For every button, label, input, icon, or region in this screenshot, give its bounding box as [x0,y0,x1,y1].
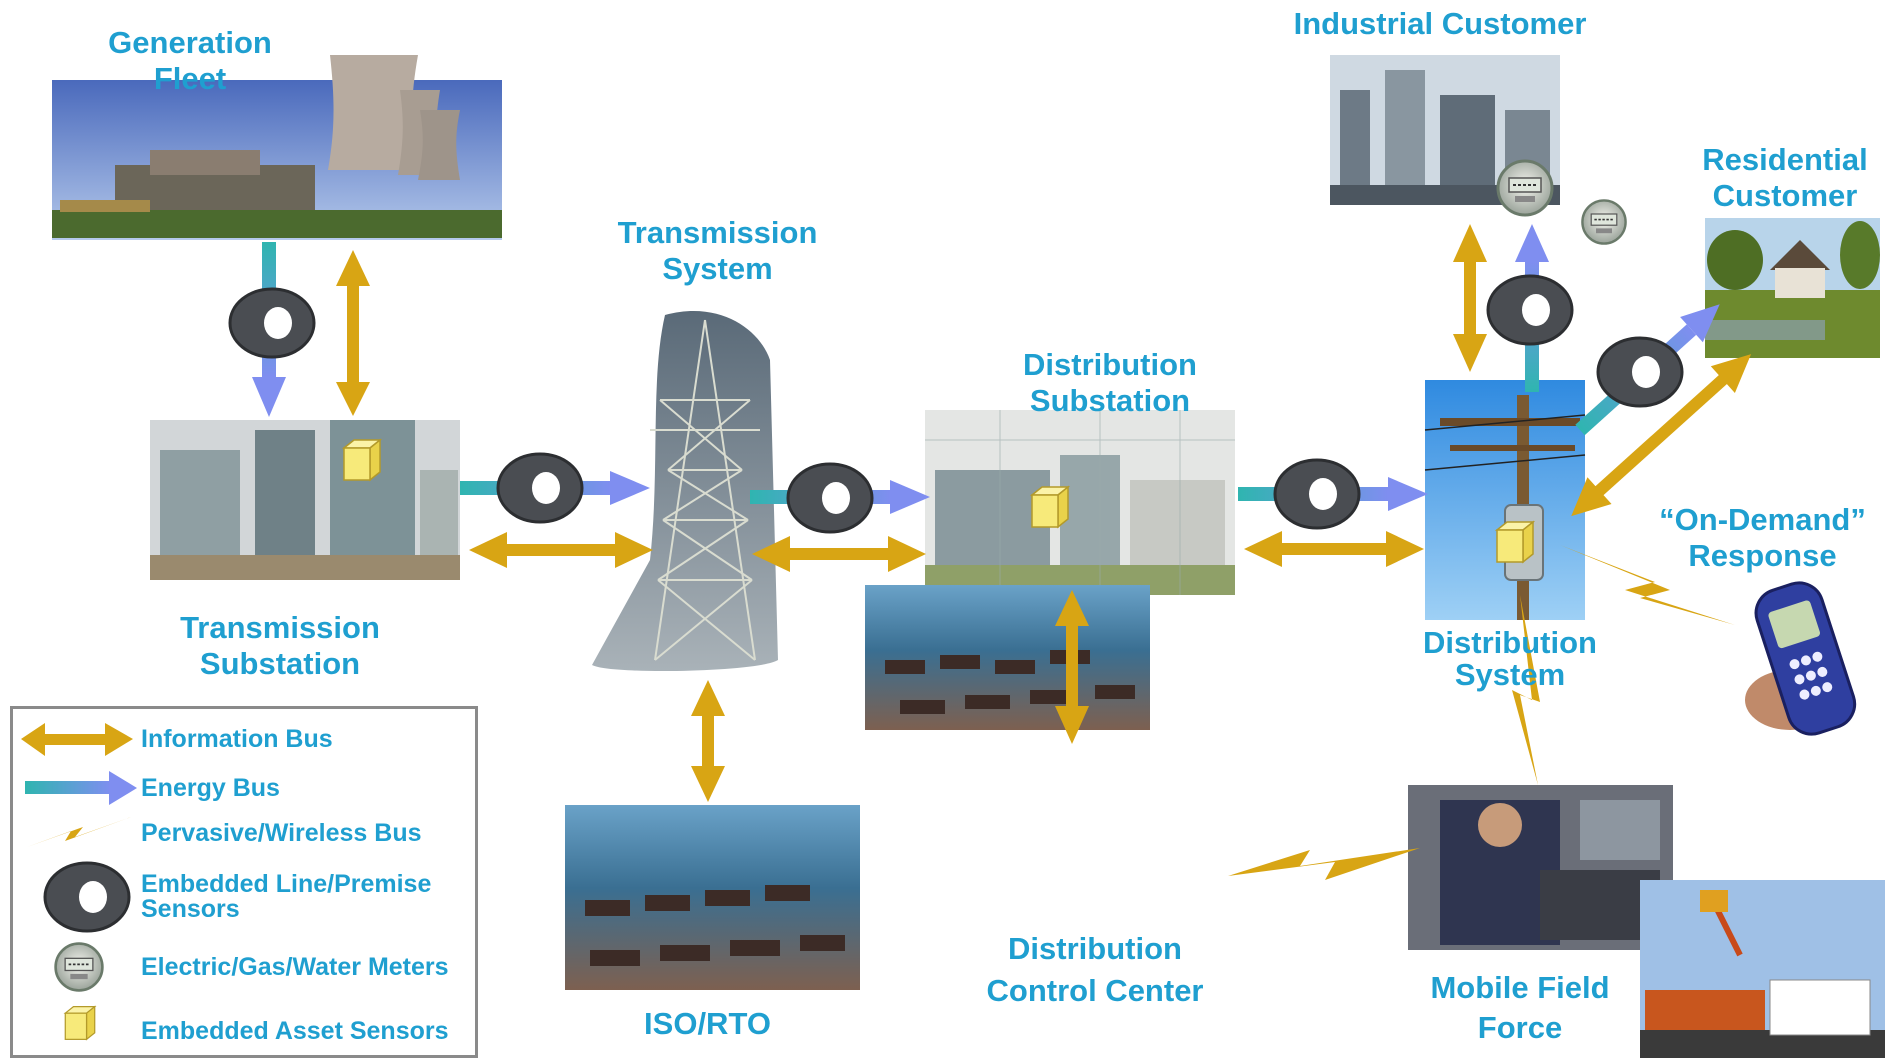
legend-wireless-bolt-icon [27,817,131,847]
label-line: Fleet [153,61,227,96]
legend-asset-sensors-label: Embedded Asset Sensors [141,1017,449,1045]
label-distribution-control-center: Distribution Control Center [965,928,1225,1012]
label-line: Response [1688,538,1837,573]
label-line: ISO/RTO [644,1006,771,1041]
legend-meters-label: Electric/Gas/Water Meters [141,953,449,981]
label-line: Force [1477,1010,1563,1045]
label-line: Customer [1712,178,1858,213]
energy-bus-arrowhead [1515,224,1549,262]
legend-wireless-bus-label: Pervasive/Wireless Bus [141,819,422,847]
line-sensor-ring-icon [1486,274,1574,346]
label-line: Transmission [180,610,380,645]
line-sensor-ring-icon [496,452,584,524]
wireless-bolt [1512,595,1540,785]
asset-sensor-icon [1031,486,1069,528]
label-line: System [662,251,773,286]
meter-icon [1581,199,1627,245]
label-line: System [1454,657,1566,692]
label-line: Distribution [1423,625,1597,660]
energy-bus-arrowhead [1388,477,1428,511]
label-line: Substation [199,646,361,681]
iso-rto-image [565,805,860,990]
label-line: Residential [1702,142,1868,177]
label-distribution-substation: Distribution Substation [1005,347,1215,419]
line-sensor-ring-icon [786,462,874,534]
line-sensor-ring-icon [228,287,316,359]
information-bus-arrow [1571,354,1752,517]
legend-energy-bus-label: Energy Bus [141,774,280,802]
information-bus-arrow [1453,224,1487,372]
label-line: Transmission [617,215,818,250]
line-sensor-ring-icon [1273,458,1361,530]
label-on-demand-response: “On-Demand” Response [1650,502,1875,574]
label-mobile-field-force: Mobile Field Force [1405,968,1635,1048]
residential-customer-image [1705,218,1880,358]
asset-sensor-icon [343,439,381,481]
meter-icon [1496,159,1554,217]
bucket-truck-image [1640,880,1885,1058]
label-residential-customer: Residential Customer [1690,142,1880,214]
label-line: Substation [1029,383,1191,418]
legend-ring-icon [43,861,131,933]
legend-cube-icon [64,1005,96,1041]
wireless-bolt [1228,848,1420,880]
information-bus-arrow [1244,531,1424,567]
transmission-substation-image [150,420,460,580]
label-line: Control Center [986,973,1204,1008]
legend-information-bus-label: Information Bus [141,725,333,753]
energy-bus-arrowhead [252,377,286,417]
transmission-tower-image [592,311,778,672]
asset-sensor-icon [1496,521,1534,563]
label-iso-rto: ISO/RTO [610,1006,805,1042]
label-transmission-system: Transmission System [605,215,830,287]
information-bus-arrows [336,224,1752,802]
information-bus-arrow [336,250,370,416]
legend-icons [21,723,137,1041]
label-distribution-system: Distribution System [1405,627,1615,691]
meters [1496,159,1627,245]
label-line: Distribution [1008,931,1182,966]
information-bus-arrow [752,536,926,572]
information-bus-arrow [691,680,725,802]
distribution-control-center-image [865,585,1150,730]
label-line: Industrial Customer [1293,6,1587,41]
legend-energy-bus-icon [25,771,137,805]
energy-bus-arrowhead [610,471,650,505]
legend-information-bus-icon [21,723,133,756]
legend-meter-icon [54,942,104,992]
line-sensor-ring-icon [1596,336,1684,408]
wireless-bus-bolts [1228,545,1735,880]
label-transmission-substation: Transmission Substation [165,610,395,682]
generation-fleet-image [52,55,502,240]
label-line: Mobile Field [1430,970,1610,1005]
distribution-substation-image [925,410,1235,595]
label-generation-fleet: Generation Fleet [95,25,285,97]
label-line: “On-Demand” [1659,502,1866,537]
wireless-bolt [1560,545,1735,625]
information-bus-arrow [1055,590,1089,744]
legend-text-line: Sensors [141,895,240,923]
information-bus-arrow [469,532,653,568]
mobile-phone-image [1745,581,1857,736]
legend-text-line: Embedded Line/Premise [141,870,432,898]
legend-line-sensors-label: Embedded Line/Premise Sensors [141,872,431,922]
mobile-field-force-image [1408,785,1673,950]
legend: Information Bus Energy Bus Pervasive/Wir… [10,706,478,1058]
distribution-pole-image [1424,380,1586,620]
energy-bus-arrowhead [1680,304,1720,343]
label-line: Generation [108,25,272,60]
label-industrial-customer: Industrial Customer [1285,6,1595,42]
energy-bus-arrowhead [890,480,930,514]
label-line: Distribution [1023,347,1197,382]
